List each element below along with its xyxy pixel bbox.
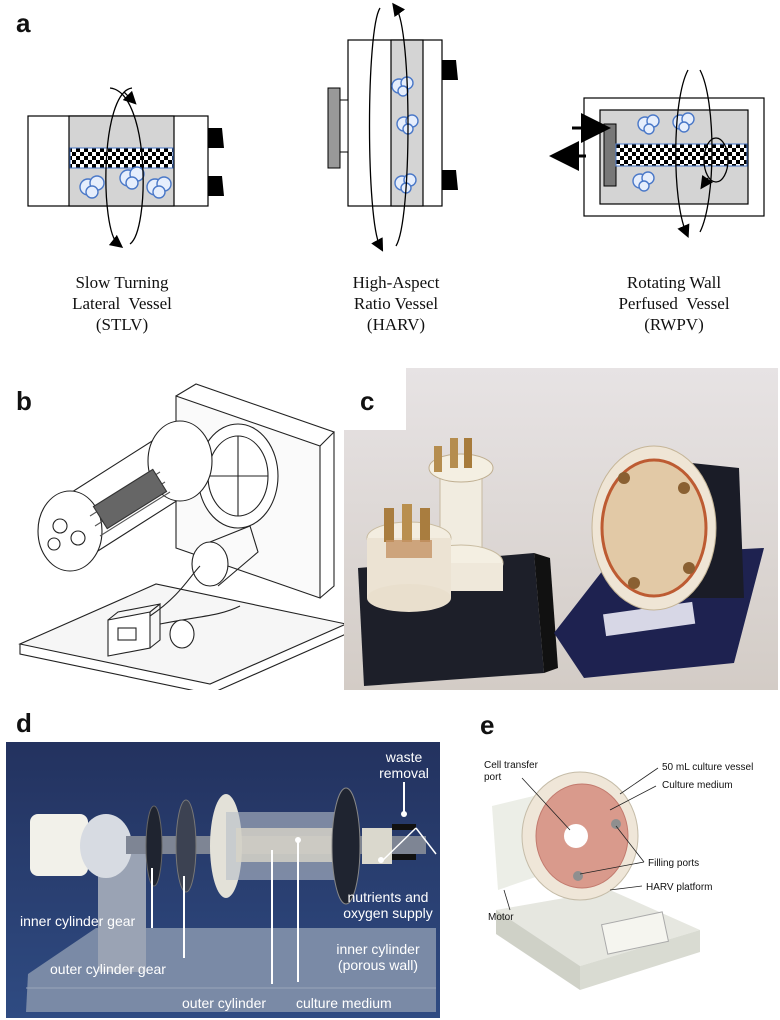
label-nutrients-2: oxygen supply	[343, 905, 433, 921]
label-filling-ports: Filling ports	[648, 858, 699, 869]
bioreactor-photo-d: waste removal nutrients and oxygen suppl…	[6, 742, 440, 1018]
label-outer-gear: outer cylinder gear	[50, 961, 166, 977]
label-nutrients-1: nutrients and	[348, 889, 429, 905]
panel-e-letter: e	[480, 710, 495, 740]
harv-photo-e: Cell transfer port 50 mL culture vessel …	[470, 740, 776, 1018]
panel-a-diagram	[27, 2, 765, 252]
label-50ml-vessel: 50 mL culture vessel	[662, 762, 753, 773]
bioreactor-line-drawing	[18, 383, 346, 690]
label-inner-gear: inner cylinder gear	[20, 913, 136, 929]
rwpv-caption: Rotating Wall Perfused Vessel (RWPV)	[618, 273, 730, 334]
label-cell-transfer-2: port	[484, 772, 501, 783]
label-harv-platform: HARV platform	[646, 882, 713, 893]
panel-d-letter: d	[16, 708, 32, 738]
stlv-caption: Slow Turning Lateral Vessel (STLV)	[72, 273, 172, 334]
stlv-diagram	[27, 87, 224, 249]
label-waste-2: removal	[379, 765, 429, 781]
harv-caption: High-Aspect Ratio Vessel (HARV)	[352, 273, 440, 334]
cell-icon	[79, 166, 172, 199]
label-culture-medium-e: Culture medium	[662, 780, 733, 791]
label-waste-1: waste	[385, 749, 423, 765]
label-inner-cyl-1: inner cylinder	[336, 941, 420, 957]
label-motor: Motor	[488, 912, 514, 923]
bioreactor-photo-c	[344, 368, 778, 690]
panel-a-letter: a	[16, 8, 31, 38]
panel-b-letter: b	[16, 386, 32, 416]
harv-diagram	[327, 2, 458, 252]
rwpv-diagram	[549, 69, 765, 238]
label-outer-cylinder: outer cylinder	[182, 995, 266, 1011]
label-cell-transfer-1: Cell transfer	[484, 760, 539, 771]
label-culture-medium: culture medium	[296, 995, 392, 1011]
panel-c-letter: c	[360, 386, 375, 416]
label-inner-cyl-2: (porous wall)	[338, 957, 418, 973]
